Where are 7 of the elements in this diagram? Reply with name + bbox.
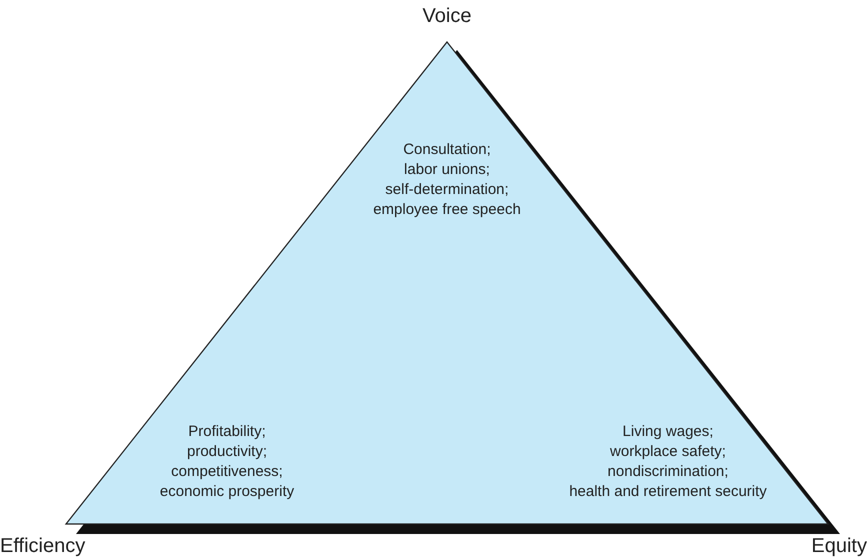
value-list: Living wages; workplace safety; nondiscrimination; health and retirement security [569,422,767,502]
triangle-shape [62,40,840,534]
vertex-label: Equity [811,534,867,558]
value-list: Consultation; labor unions; self-determination; employee free speech [373,140,521,220]
vertex-label: Efficiency [0,534,86,558]
vertex-label: Voice [422,4,472,28]
value-list: Profitability; productivity; competitiveness; economic prosperity [160,422,294,502]
